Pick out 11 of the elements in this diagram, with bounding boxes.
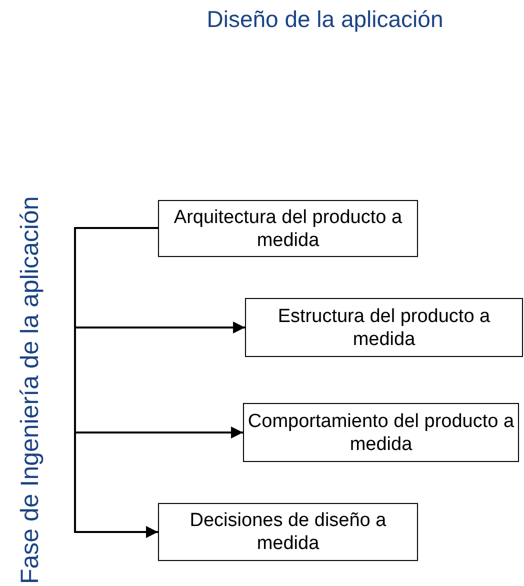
- vertical-label: Fase de Ingeniería de la aplicación: [16, 196, 45, 584]
- diagram-title: Diseño de la aplicación: [206, 6, 444, 33]
- box-label: Arquitectura del producto a medida: [172, 206, 404, 252]
- process-box: [158, 200, 418, 257]
- process-box: [243, 403, 519, 462]
- connector-arrow: [74, 227, 158, 538]
- box-label: Estructura del producto a medida: [276, 304, 492, 350]
- process-box: [158, 503, 418, 561]
- box-label: Comportamiento del producto a medida: [246, 410, 516, 456]
- process-box: [245, 298, 523, 357]
- box-label: Decisiones de diseño a medida: [188, 509, 388, 555]
